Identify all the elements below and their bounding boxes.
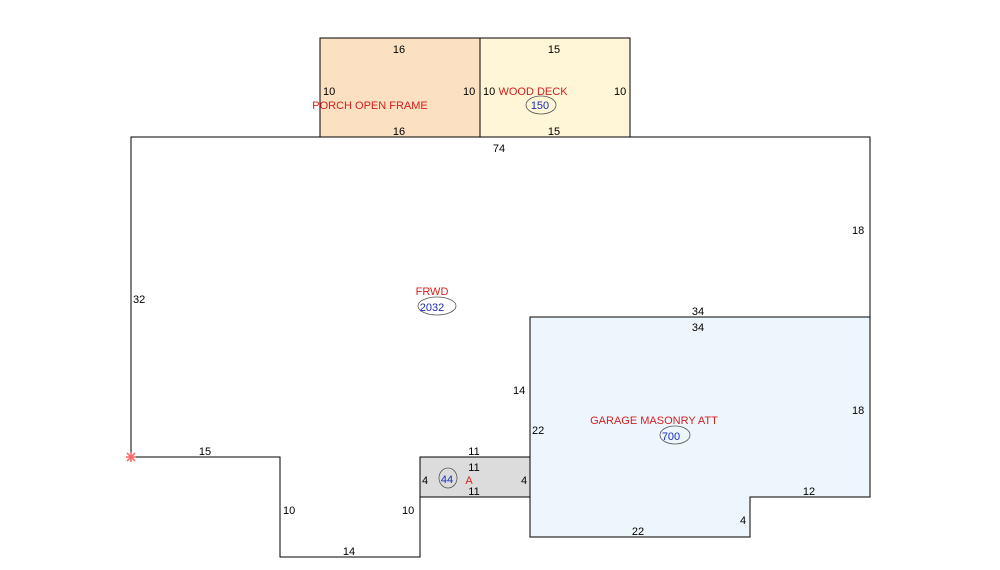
porch-label: PORCH OPEN FRAME [312,100,428,112]
small-area-value: 44 [441,474,453,486]
dim-main-right: 18 [852,225,864,237]
dim-main-bottom-left: 15 [199,446,211,458]
dim-main-step: 14 [513,385,525,397]
dim-porch-left: 10 [323,86,335,98]
dim-main-left: 32 [133,294,145,306]
main-area-value: 2032 [420,302,444,314]
dim-small-bottom: 11 [468,486,479,498]
dim-garage-left: 22 [532,425,544,437]
dim-main-top: 74 [493,143,505,155]
start-marker [126,452,136,462]
dim-garage-step-h: 12 [803,486,815,498]
garage-area-value: 700 [662,431,680,443]
dim-small-top-outer: 11 [468,446,479,458]
dim-garage-top-inner: 34 [692,322,704,334]
garage-label: GARAGE MASONRY ATT [590,415,718,427]
wood-deck-area [479,37,631,138]
dim-deck-left: 10 [483,86,495,98]
dim-garage-top-outer: 34 [692,306,704,318]
dim-porch-right: 10 [463,86,475,98]
small-area-ellipse [438,467,458,489]
small-label: A [465,475,473,487]
dim-garage-step-v: 4 [740,515,746,527]
porch-area [319,37,481,138]
dim-small-top-inner: 11 [468,462,479,474]
deck-area-ellipse [525,95,557,115]
deck-area-value: 150 [531,100,549,112]
dim-notch-bottom: 14 [343,546,355,558]
dim-deck-top: 15 [548,44,560,56]
dim-garage-right: 18 [852,405,864,417]
dim-small-left: 4 [422,475,428,487]
deck-label: WOOD DECK [498,86,568,98]
dim-garage-bottom: 22 [632,526,644,538]
garage-area-ellipse [659,425,691,445]
dim-porch-top: 16 [393,44,405,56]
dim-deck-right: 10 [614,86,626,98]
dim-porch-bottom: 16 [393,126,405,138]
main-label: FRWD [416,286,449,298]
garage-area [529,316,871,538]
main-area-ellipse [417,296,457,316]
dim-notch-right: 10 [402,505,414,517]
dim-notch-left: 10 [283,505,295,517]
small-area-a [419,456,531,498]
dim-deck-bottom: 15 [548,126,560,138]
dim-small-right: 4 [521,475,527,487]
